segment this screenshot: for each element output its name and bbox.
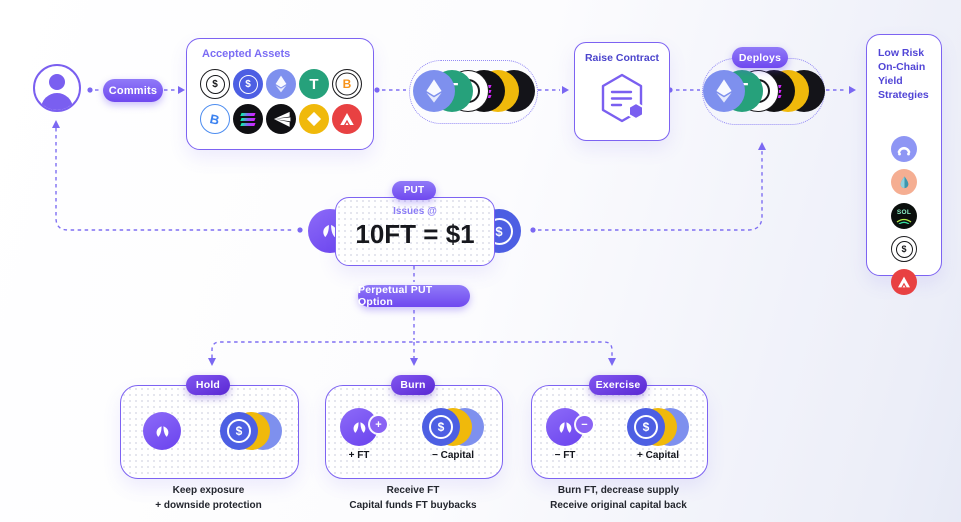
coin-stack: $ T bbox=[413, 70, 537, 112]
deploys-coins-pill: $ T bbox=[702, 58, 825, 125]
put-label: PUT bbox=[403, 185, 425, 196]
minus-ft-label: − FT bbox=[554, 450, 576, 461]
capital-coin-stack: $ bbox=[422, 408, 484, 446]
caption-line: Receive original capital back bbox=[550, 499, 687, 511]
avatar-head bbox=[49, 74, 65, 90]
commits-pill: Commits bbox=[103, 79, 163, 102]
exercise-caption: Burn FT, decrease supply Receive origina… bbox=[531, 484, 706, 513]
bnb-icon bbox=[299, 104, 329, 134]
usd-black-white-icon: $ bbox=[200, 69, 230, 99]
hold-caption: Keep exposure + downside protection bbox=[120, 484, 297, 513]
minus-capital-label: − Capital bbox=[432, 450, 474, 461]
coin-usdc: $ bbox=[627, 408, 665, 446]
deploys-pill: Deploys bbox=[732, 47, 788, 68]
contract-hexagon-icon bbox=[601, 73, 644, 123]
capital-coin-stack: $ bbox=[220, 412, 282, 450]
deploys-label: Deploys bbox=[738, 51, 782, 64]
wrapped-btc-icon: B bbox=[332, 69, 362, 99]
arrow-down-hold bbox=[208, 358, 216, 366]
strategies-title-line: Yield bbox=[878, 74, 903, 87]
strategies-title-line: On-Chain bbox=[878, 60, 926, 73]
caption-line: Capital funds FT buybacks bbox=[349, 499, 477, 511]
avatar-shoulders bbox=[41, 93, 73, 110]
arrow-into-strategies bbox=[849, 86, 856, 94]
hold-pill: Hold bbox=[186, 375, 230, 395]
dot-assets bbox=[374, 87, 380, 93]
commits-label: Commits bbox=[108, 84, 158, 97]
aave-icon bbox=[891, 136, 917, 162]
black-rays-icon bbox=[266, 104, 296, 134]
coin-usdc: $ bbox=[220, 412, 258, 450]
strategies-title-line: Low Risk bbox=[878, 47, 925, 59]
avalanche-icon bbox=[332, 104, 362, 134]
strategies-title-line: Strategies bbox=[878, 88, 929, 101]
avalanche-icon bbox=[891, 269, 917, 295]
dot-put-left bbox=[297, 227, 303, 233]
caption-line: Burn FT, decrease supply bbox=[557, 485, 680, 496]
accepted-assets-grid: $ $ T B B bbox=[200, 69, 362, 134]
usd-black-white-icon: $ bbox=[891, 236, 917, 262]
lido-icon bbox=[891, 169, 917, 195]
caption-line: + downside protection bbox=[155, 499, 262, 511]
dot-put-right bbox=[530, 227, 536, 233]
caption-line: Keep exposure bbox=[172, 485, 245, 496]
plus-capital-label: + Capital bbox=[637, 450, 679, 461]
dot-user bbox=[87, 87, 93, 93]
arrow-up-to-user bbox=[52, 120, 60, 128]
exercise-pill: Exercise bbox=[589, 375, 647, 395]
tether-icon: T bbox=[299, 69, 329, 99]
strategies-title: Low Risk On-Chain Yield Strategies bbox=[878, 47, 929, 102]
arrow-into-assets bbox=[178, 86, 185, 94]
committed-coins-pill: $ T bbox=[409, 60, 538, 124]
solana-icon bbox=[233, 104, 263, 134]
bitcoin-blue-icon: B bbox=[200, 104, 230, 134]
minus-badge: − bbox=[576, 416, 593, 433]
burn-caption: Receive FT Capital funds FT buybacks bbox=[325, 484, 501, 513]
strategies-panel: Low Risk On-Chain Yield Strategies SOL $ bbox=[866, 34, 942, 295]
issues-label: Issues @ bbox=[393, 206, 437, 217]
issue-rate: 10FT = $1 bbox=[355, 219, 475, 249]
coin-ethereum bbox=[413, 70, 455, 112]
usdc-icon: $ bbox=[233, 69, 263, 99]
user-avatar bbox=[33, 64, 81, 112]
coin-ethereum bbox=[703, 70, 745, 112]
capital-coin-stack: $ bbox=[627, 408, 689, 446]
burn-box: + + FT $ − Capital bbox=[325, 385, 503, 479]
burn-pill: Burn bbox=[391, 375, 435, 395]
line-branch-split bbox=[211, 341, 613, 358]
caption-line: Receive FT bbox=[386, 485, 440, 496]
hold-box: $ bbox=[120, 385, 299, 479]
ethereum-icon bbox=[266, 69, 296, 99]
arrow-down-burn bbox=[410, 358, 418, 366]
hold-label: Hold bbox=[195, 379, 221, 391]
plus-badge: + bbox=[370, 416, 387, 433]
coin-usdc: $ bbox=[422, 408, 460, 446]
accepted-assets-panel: Accepted Assets $ $ T B B bbox=[186, 38, 374, 150]
plus-ft-label: + FT bbox=[348, 450, 370, 461]
burn-label: Burn bbox=[400, 379, 426, 391]
exercise-label: Exercise bbox=[595, 379, 641, 391]
arrow-down-exercise bbox=[608, 358, 616, 366]
put-pill: PUT bbox=[392, 181, 436, 200]
put-box: Issues @ 10FT = $1 bbox=[335, 197, 495, 266]
sol-yield-label: SOL bbox=[896, 208, 912, 216]
arrow-up-to-deploys bbox=[758, 142, 766, 150]
coin-stack: $ T bbox=[703, 70, 827, 112]
accepted-assets-title: Accepted Assets bbox=[202, 48, 291, 60]
exercise-box: − − FT $ + Capital bbox=[531, 385, 708, 479]
perpetual-put-option-pill: Perpetual PUT Option bbox=[358, 284, 470, 308]
arrow-into-raise bbox=[562, 86, 569, 94]
raise-contract-title: Raise Contract bbox=[584, 52, 660, 64]
raise-contract-panel: Raise Contract bbox=[574, 42, 670, 141]
sol-yield-icon: SOL bbox=[891, 203, 917, 229]
ft-token-icon bbox=[143, 412, 181, 450]
line-put-to-deploys bbox=[538, 150, 763, 231]
perpetual-put-option-label: Perpetual PUT Option bbox=[358, 284, 433, 308]
